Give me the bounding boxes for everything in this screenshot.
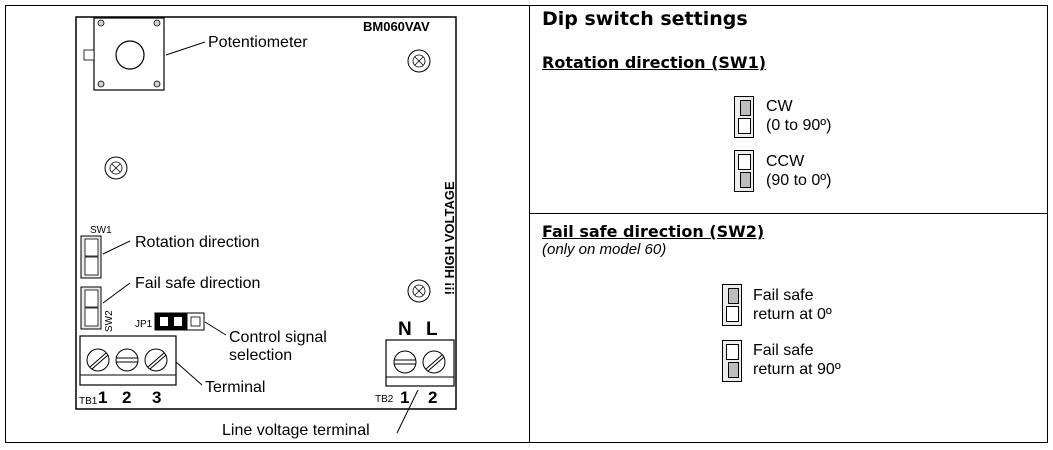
- fail-safe-direction-heading: Fail safe direction (SW2): [542, 222, 765, 241]
- jp1-label: JP1: [135, 319, 153, 330]
- ccw-label-line2: (90 to 0º): [766, 172, 832, 189]
- cw-label-line2: (0 to 90º): [766, 117, 832, 134]
- screw-icon: [407, 49, 431, 73]
- board-diagram: BM060VAV Potentiometer !!! HIGH VOLTAGE …: [75, 16, 457, 439]
- potentiometer: [83, 17, 165, 91]
- terminal-label: Terminal: [205, 379, 265, 396]
- outer-frame: [5, 5, 1048, 443]
- tb1-terminal-block: [79, 335, 177, 386]
- fail-safe-90-label-line1: Fail safe: [753, 342, 814, 359]
- line-voltage-terminal-label: Line voltage terminal: [222, 422, 370, 439]
- fail-safe-0-label-line1: Fail safe: [753, 287, 814, 304]
- ccw-label-line1: CCW: [766, 153, 805, 170]
- screw-icon: [407, 279, 431, 303]
- cw-dip-switch-icon: [734, 96, 754, 138]
- fail-safe-0-dip-switch-icon: [722, 284, 742, 326]
- tb2-letter-l: L: [426, 319, 438, 340]
- sw1-label: SW1: [90, 225, 112, 236]
- tb2-number: 2: [428, 388, 437, 407]
- ccw-label: CCW (90 to 0º): [766, 152, 831, 190]
- control-signal-label-line2: selection: [229, 347, 292, 364]
- rotation-direction-heading: Rotation direction (SW1): [542, 53, 767, 72]
- fail-safe-0-label-line2: return at 0º: [753, 306, 832, 323]
- tb1-number: 2: [122, 388, 131, 407]
- horizontal-divider: [530, 213, 1048, 214]
- fail-safe-90-label-line2: return at 90º: [753, 361, 841, 378]
- model-note: (only on model 60): [542, 241, 667, 258]
- tb2-label: TB2: [375, 394, 394, 405]
- sw2-dip-switch: [80, 286, 102, 330]
- fail-safe-90-dip-switch-icon: [722, 340, 742, 382]
- tb2-terminal-block: [385, 339, 455, 387]
- model-label: BM060VAV: [363, 19, 430, 34]
- fail-safe-0-label: Fail safe return at 0º: [753, 286, 832, 324]
- dip-switch-settings-title: Dip switch settings: [542, 8, 748, 30]
- vertical-divider: [529, 5, 530, 443]
- tb2-number: 1: [400, 388, 409, 407]
- sw2-label: SW2: [104, 310, 115, 332]
- screw-icon: [104, 156, 128, 180]
- tb1-label: TB1: [79, 396, 98, 407]
- tb1-number: 1: [98, 388, 107, 407]
- sw1-dip-switch: [80, 235, 102, 279]
- potentiometer-label: Potentiometer: [208, 34, 308, 51]
- ccw-dip-switch-icon: [734, 150, 754, 192]
- jp1-jumper: [154, 312, 205, 331]
- cw-label-line1: CW: [766, 98, 793, 115]
- fail-safe-direction-label: Fail safe direction: [135, 275, 260, 292]
- control-signal-label-line1: Control signal: [229, 329, 327, 346]
- tb1-number: 3: [152, 388, 161, 407]
- fail-safe-90-label: Fail safe return at 90º: [753, 341, 841, 379]
- rotation-direction-label: Rotation direction: [135, 234, 260, 251]
- tb2-letter-n: N: [398, 319, 412, 340]
- high-voltage-warning: !!! HIGH VOLTAGE: [442, 181, 457, 295]
- cw-label: CW (0 to 90º): [766, 97, 831, 135]
